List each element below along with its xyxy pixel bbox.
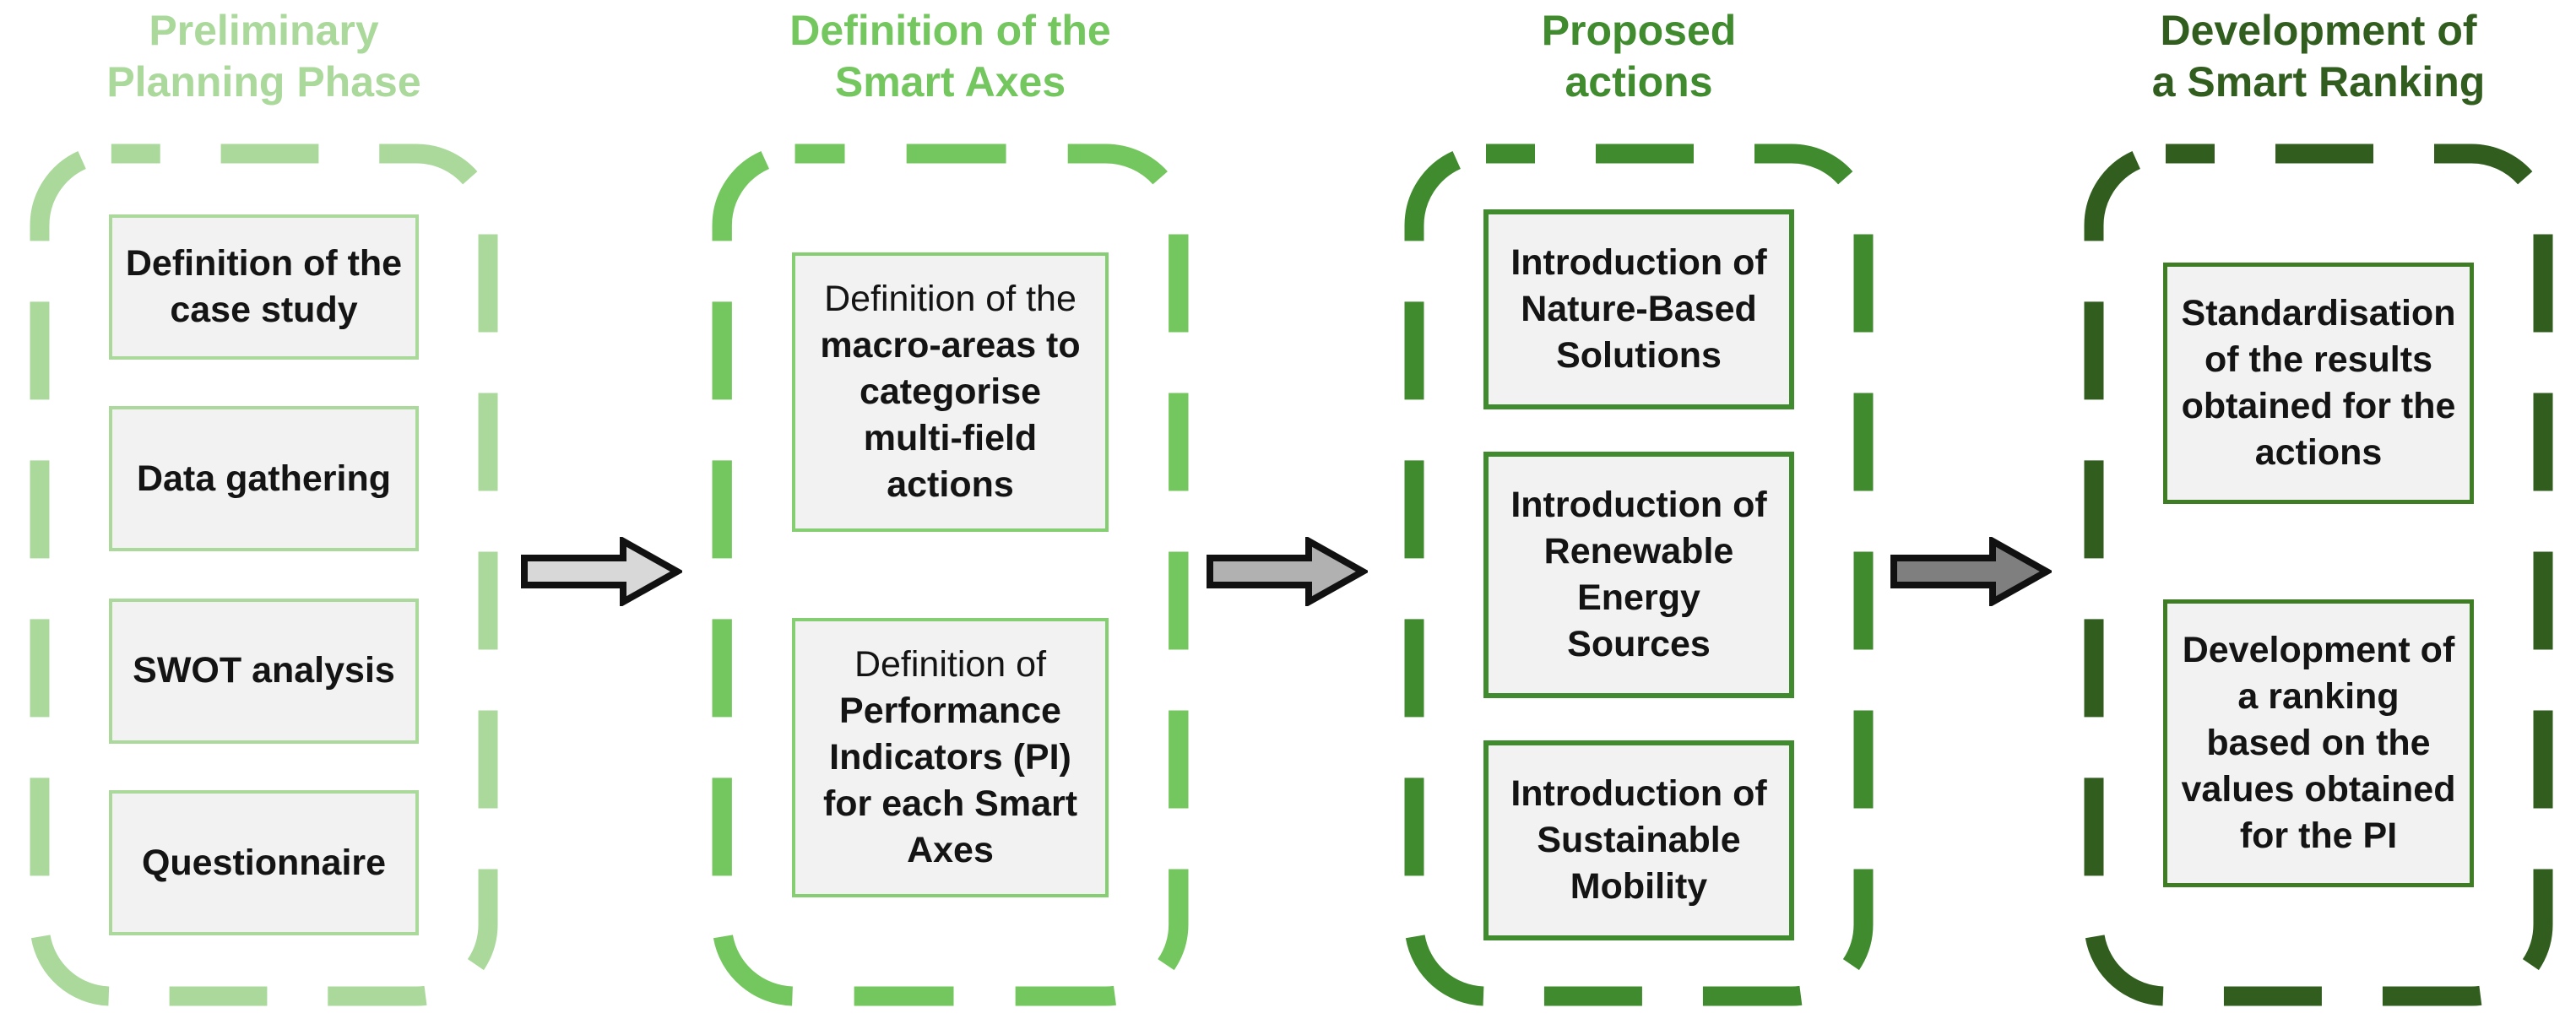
box-macro-areas: Definition of the macro-areas to categor… xyxy=(791,252,1109,533)
step-label-lead: Definition of xyxy=(854,643,1047,685)
box-standardisation-results: Standardisation of the results obtained … xyxy=(2162,262,2475,505)
step-label: Introduction of Renewable Energy Sources xyxy=(1510,484,1767,665)
title-line: actions xyxy=(1565,58,1713,106)
box-ranking-development: Development of a ranking based on the va… xyxy=(2162,599,2475,888)
box-sustainable-mobility: Introduction of Sustainable Mobility xyxy=(1483,740,1795,941)
step-label: Performance Indicators (PI) for each Sma… xyxy=(822,690,1078,870)
box-nature-based-solutions: Introduction of Nature-Based Solutions xyxy=(1483,209,1795,410)
title-line: Definition of the xyxy=(789,7,1111,54)
step-label: SWOT analysis xyxy=(133,650,395,691)
dashed-frame-icon xyxy=(712,144,1189,1006)
box-questionnaire: Questionnaire xyxy=(108,790,420,936)
phase-smart-axes: Definition of the Smart Axes Definition … xyxy=(712,0,1189,1035)
phase-frame-smart-axes: Definition of the macro-areas to categor… xyxy=(712,144,1189,1006)
title-line: Development of xyxy=(2160,7,2477,54)
phase-preliminary-planning: Preliminary Planning Phase Definition of… xyxy=(30,0,498,1035)
dashed-frame-icon xyxy=(1404,144,1874,1006)
arrow-right-icon-2 xyxy=(1207,537,1368,606)
box-performance-indicators: Definition of Performance Indicators (PI… xyxy=(791,617,1109,897)
step-label: macro-areas to categorise multi-field ac… xyxy=(820,325,1081,506)
box-swot-analysis: SWOT analysis xyxy=(108,598,420,744)
phase-title-smart-ranking: Development of a Smart Ranking xyxy=(2084,5,2553,108)
title-line: Preliminary xyxy=(149,7,379,54)
step-label: Questionnaire xyxy=(141,842,387,883)
dashed-frame-icon xyxy=(2084,144,2553,1006)
phase-frame-smart-ranking: Standardisation of the results obtained … xyxy=(2084,144,2553,1006)
phase-steps: Introduction of Nature-Based Solutions I… xyxy=(1440,167,1838,983)
box-definition-case-study: Definition of the case study xyxy=(108,214,420,360)
step-label: Data gathering xyxy=(136,458,392,499)
phase-title-preliminary-planning: Preliminary Planning Phase xyxy=(30,5,498,108)
phase-steps: Definition of the macro-areas to categor… xyxy=(747,167,1153,983)
step-label: Introduction of Sustainable Mobility xyxy=(1510,772,1767,908)
phase-frame-proposed-actions: Introduction of Nature-Based Solutions I… xyxy=(1404,144,1874,1006)
phase-frame-preliminary-planning: Definition of the case study Data gather… xyxy=(30,144,498,1006)
step-label: Definition of the case study xyxy=(125,242,403,330)
phase-title-proposed-actions: Proposed actions xyxy=(1404,5,1874,108)
arrow-right-icon-1 xyxy=(521,537,682,606)
phase-steps: Standardisation of the results obtained … xyxy=(2119,167,2518,983)
step-label: Development of a ranking based on the va… xyxy=(2181,629,2456,857)
title-line: a Smart Ranking xyxy=(2151,58,2486,106)
phase-smart-ranking: Development of a Smart Ranking Standardi… xyxy=(2084,0,2553,1035)
step-label: Standardisation of the results obtained … xyxy=(2181,292,2456,473)
title-line: Proposed xyxy=(1541,7,1737,54)
phase-steps: Definition of the case study Data gather… xyxy=(65,167,463,983)
step-label: Introduction of Nature-Based Solutions xyxy=(1510,241,1767,376)
arrow-right-icon-3 xyxy=(1890,537,2052,606)
title-line: Smart Axes xyxy=(834,58,1066,106)
title-line: Planning Phase xyxy=(106,58,421,106)
dashed-frame-icon xyxy=(30,144,498,1006)
phase-title-smart-axes: Definition of the Smart Axes xyxy=(712,5,1189,108)
phase-proposed-actions: Proposed actions Introduction of Nature-… xyxy=(1404,0,1874,1035)
step-label-lead: Definition of the xyxy=(824,279,1076,320)
box-renewable-energy-sources: Introduction of Renewable Energy Sources xyxy=(1483,451,1795,699)
box-data-gathering: Data gathering xyxy=(108,406,420,552)
